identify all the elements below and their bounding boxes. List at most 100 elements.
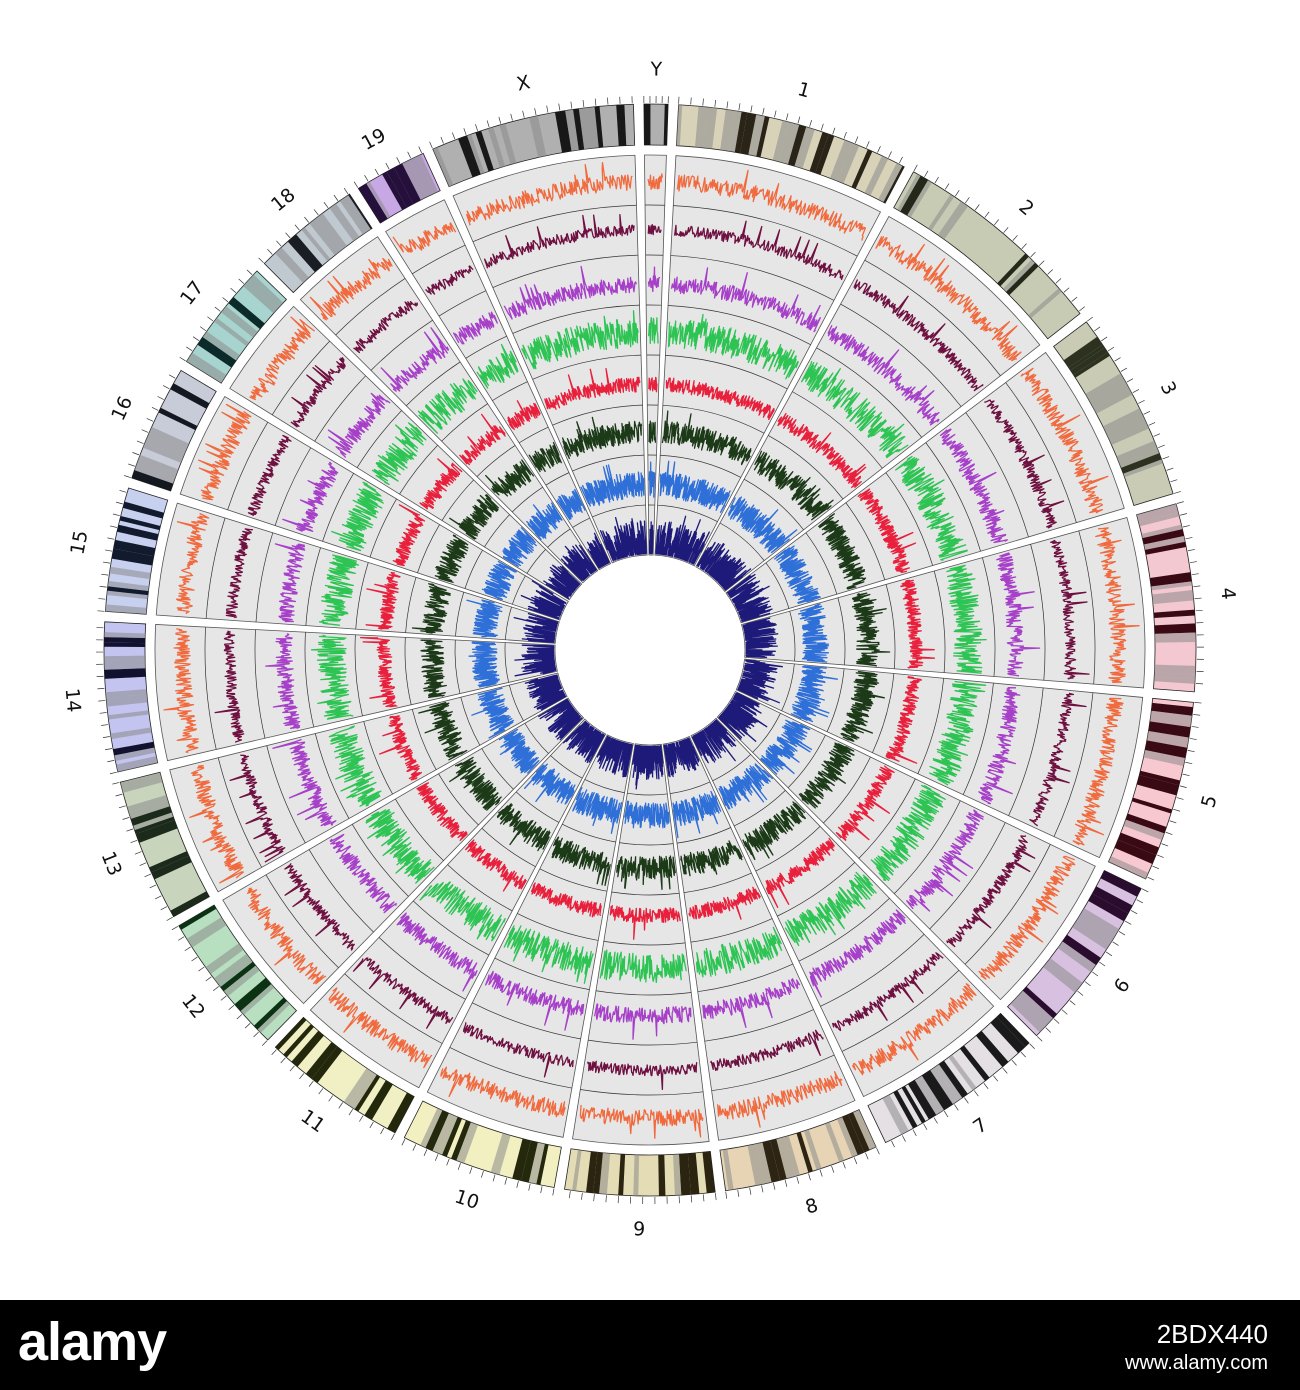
chromosome-segment-16 <box>179 395 569 621</box>
tick-mark <box>832 127 836 135</box>
tick-mark <box>1079 306 1085 312</box>
track-divider <box>547 528 571 548</box>
cytoband <box>1114 839 1156 864</box>
cytoband <box>106 590 148 600</box>
cytoband <box>586 1151 598 1194</box>
cytoband <box>776 1136 796 1179</box>
tick-mark <box>132 452 140 456</box>
series-line-4-chr-3 <box>895 455 968 561</box>
tick-mark <box>954 1104 959 1111</box>
tick-mark <box>463 128 467 135</box>
tick-mark <box>333 194 339 201</box>
series-line-2-chr-9 <box>587 1060 698 1091</box>
track-divider <box>512 486 543 513</box>
cytoband <box>104 637 146 644</box>
series-line-6-chr-6 <box>798 742 855 809</box>
series-line-5-chr-18 <box>459 413 506 466</box>
tick-mark <box>1021 243 1027 249</box>
series-line-3-chr-Y <box>647 266 661 293</box>
tick-mark <box>1092 971 1099 977</box>
tick-mark <box>141 429 149 433</box>
cytoband <box>105 689 147 698</box>
track-divider <box>789 611 796 662</box>
tick-mark <box>955 190 960 197</box>
cytoband <box>442 1116 462 1157</box>
cytoband <box>1150 581 1193 591</box>
cytoband <box>1068 344 1105 371</box>
tick-mark <box>238 278 245 284</box>
cytoband <box>490 1132 511 1175</box>
track-divider <box>552 404 643 426</box>
track-divider <box>354 634 363 716</box>
track-divider <box>441 479 474 521</box>
tick-mark <box>1187 750 1195 753</box>
track-divider <box>816 347 922 438</box>
track-divider <box>504 642 510 683</box>
series-line-6-chr-15 <box>411 583 451 634</box>
ideogram-4 <box>1136 501 1204 693</box>
cytoband <box>938 1060 968 1098</box>
track-background-9 <box>572 743 710 1146</box>
track-divider <box>314 375 366 442</box>
tick-mark <box>912 1129 917 1136</box>
tick-mark <box>154 895 162 900</box>
cytoband <box>349 1071 377 1110</box>
track-divider <box>841 970 960 1052</box>
cytoband <box>1006 262 1039 296</box>
tick-mark <box>139 862 147 866</box>
tick-mark <box>842 1161 846 1169</box>
series-line-3-chr-13 <box>272 738 337 827</box>
tick-mark <box>492 1174 496 1182</box>
series-line-3-chr-17 <box>327 392 391 458</box>
track-background-6 <box>716 690 1096 1001</box>
series-line-7-chr-7 <box>718 763 774 810</box>
track-background-4 <box>741 516 1146 689</box>
tick-mark <box>504 1177 508 1185</box>
tick-mark <box>516 1180 519 1188</box>
series-line-8-chr-18 <box>560 544 597 581</box>
cytoband <box>343 1068 372 1106</box>
cytoband <box>1150 710 1193 723</box>
tick-mark <box>104 748 112 751</box>
series-line-3-chr-19 <box>452 311 498 345</box>
series-line-6-chr-4 <box>851 592 891 667</box>
cytoband <box>107 580 150 591</box>
tick-mark <box>261 1040 268 1046</box>
tick-mark <box>99 712 107 714</box>
tick-mark <box>130 839 138 844</box>
tick-mark <box>440 136 444 144</box>
cytoband <box>104 659 146 670</box>
track-divider <box>826 668 845 732</box>
cytoband <box>594 106 604 148</box>
tick-mark <box>1191 726 1199 728</box>
tick-mark <box>369 1121 374 1129</box>
tick-mark <box>253 1031 259 1038</box>
tick-mark <box>1195 609 1203 612</box>
track-divider <box>454 639 461 694</box>
cytoband <box>135 820 178 843</box>
series-line-8-chr-3 <box>726 573 773 623</box>
cytoband <box>170 383 210 409</box>
track-divider <box>1008 687 1044 816</box>
series-line-5-chr-3 <box>857 488 917 574</box>
tick-mark <box>192 336 200 341</box>
cytoband <box>678 1153 691 1196</box>
series-line-7-chr-18 <box>526 502 563 541</box>
cytoband <box>1010 997 1046 1033</box>
series-line-1-chr-Y <box>647 173 664 190</box>
tick-mark <box>294 224 300 231</box>
series-line-8-chr-15 <box>513 612 559 643</box>
cytoband <box>1151 590 1194 605</box>
ideogram-19 <box>353 146 441 224</box>
track-divider <box>355 562 369 630</box>
tick-mark <box>1191 573 1199 576</box>
track-divider <box>370 319 433 371</box>
series-line-2-chr-19 <box>425 265 474 295</box>
chromosome-label-11: 11 <box>297 1105 329 1137</box>
track-divider <box>584 779 625 794</box>
cytoband <box>113 539 156 557</box>
series-line-4-chr-17 <box>371 422 427 486</box>
series-line-8-chr-19 <box>586 532 610 569</box>
cytoband <box>990 1016 1026 1054</box>
series-line-2-chr-16 <box>247 434 292 517</box>
